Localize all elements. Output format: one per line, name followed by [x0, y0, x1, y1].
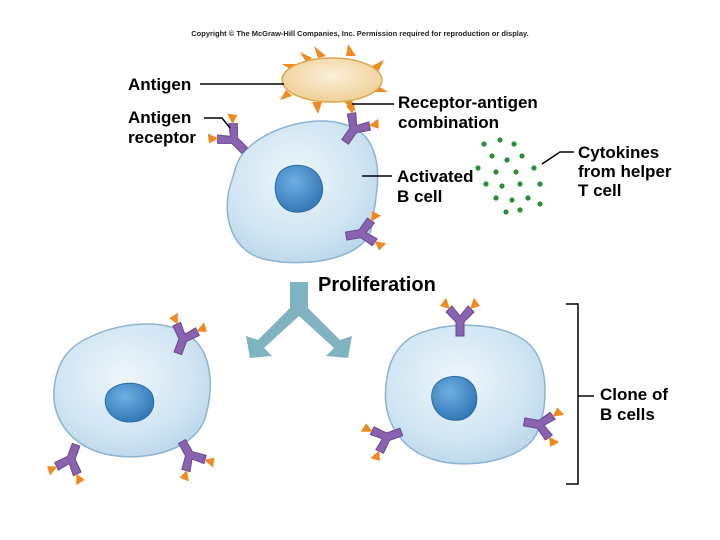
activated-b-cell — [202, 98, 388, 264]
label-receptor-antigen-combination: Receptor-antigen combination — [398, 93, 543, 132]
label-activated-line-1: Activated — [397, 167, 474, 186]
label-cytokines-line-3: T cell — [578, 181, 621, 200]
label-activated-line-2: B cell — [397, 187, 442, 206]
cytokines — [475, 137, 543, 215]
label-clone-line-2: B cells — [600, 405, 655, 424]
label-cytokines: Cytokines from helper T cell — [578, 143, 676, 200]
label-cytokines-line-2: from helper — [578, 162, 672, 181]
label-receptor-antigen-line-1: Receptor-antigen — [398, 93, 538, 112]
label-cytokines-line-1: Cytokines — [578, 143, 659, 162]
label-antigen-receptor-line-2: receptor — [128, 128, 196, 147]
leader-lines — [200, 83, 594, 485]
nucleus — [431, 376, 478, 421]
proliferation-arrow — [246, 282, 352, 358]
label-clone-line-1: Clone of — [600, 385, 668, 404]
clone-b-cell-right — [358, 297, 566, 465]
clone-b-cell-left — [43, 310, 219, 488]
label-proliferation: Proliferation — [318, 274, 436, 296]
label-clone-of-b-cells: Clone of B cells — [600, 385, 673, 424]
copyright-notice: Copyright © The McGraw-Hill Companies, I… — [191, 29, 529, 38]
nucleus — [104, 382, 155, 423]
antigen — [280, 44, 388, 114]
label-antigen-receptor-line-1: Antigen — [128, 108, 191, 127]
nucleus — [274, 164, 324, 213]
label-receptor-antigen-line-2: combination — [398, 113, 499, 132]
label-activated-b-cell: Activated B cell — [397, 167, 478, 206]
label-antigen-receptor: Antigen receptor — [128, 108, 196, 147]
label-antigen: Antigen — [128, 75, 191, 94]
